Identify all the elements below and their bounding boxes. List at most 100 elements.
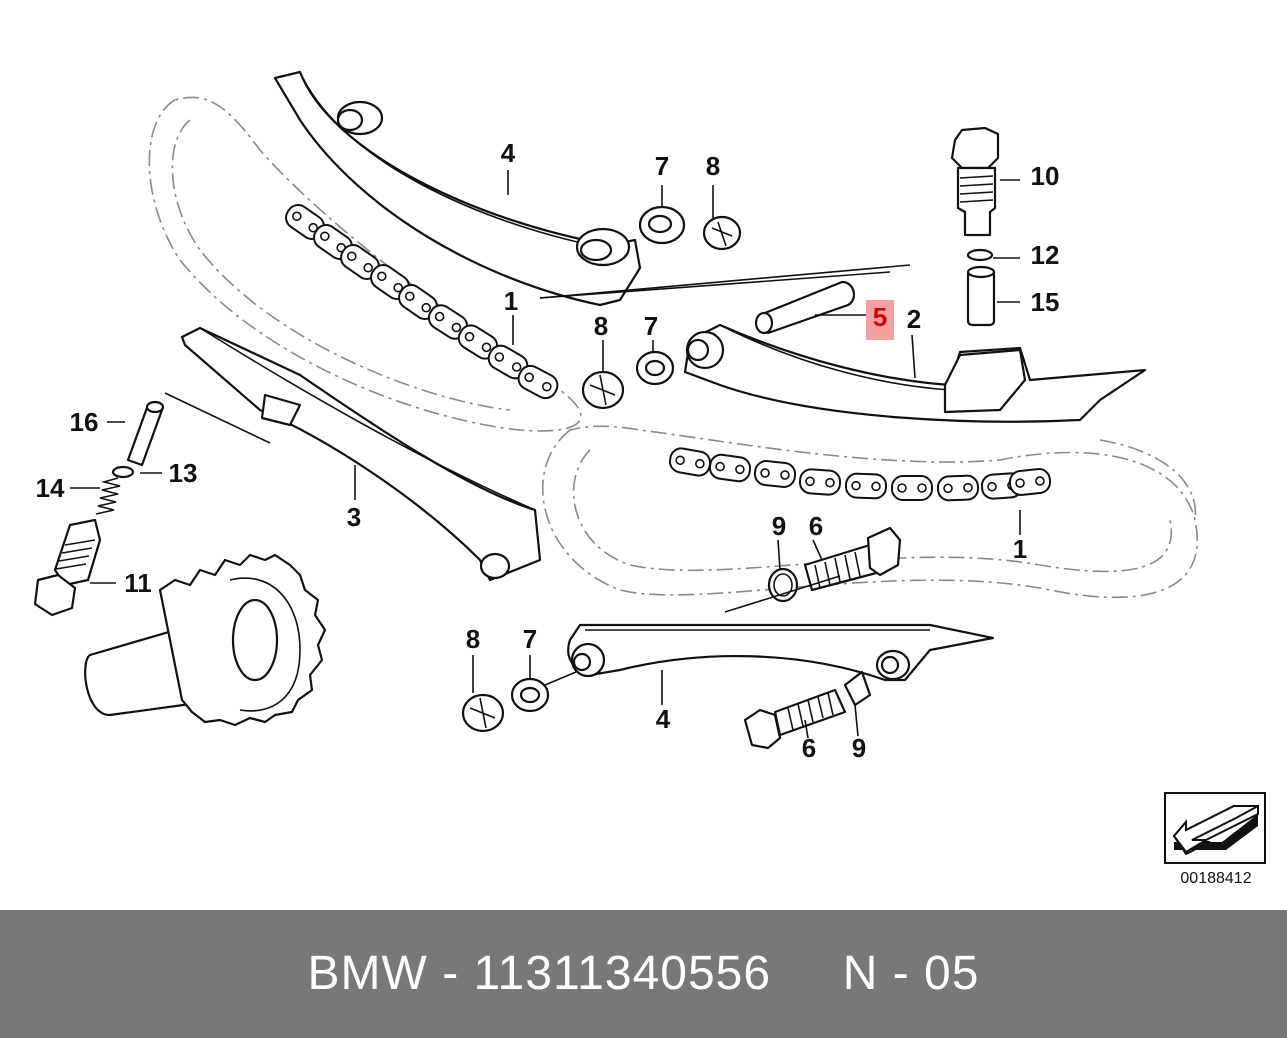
washer-7-mid — [635, 350, 675, 386]
footer-caption: BMW - 11311340556 N - 05 — [0, 910, 1287, 1038]
o-ring-13 — [111, 465, 135, 479]
callout-8-top: 8 — [706, 151, 720, 181]
chain-pin — [377, 271, 387, 282]
chain-pin — [760, 468, 770, 478]
tensioner-rail-2 — [683, 323, 1147, 423]
callout-9-upper: 9 — [772, 511, 786, 541]
callout-13: 13 — [169, 458, 198, 488]
guide-rail-4-low — [567, 623, 995, 682]
callout-11: 11 — [124, 568, 152, 598]
callout-8-mid: 8 — [594, 311, 608, 341]
callout-14: 14 — [36, 473, 65, 503]
chain-pin — [715, 461, 725, 472]
callout-2: 2 — [907, 304, 921, 334]
chain-link — [753, 460, 797, 488]
chain-pin — [695, 458, 705, 469]
seal-ring-9-upper — [767, 567, 799, 603]
callout-9-low: 9 — [852, 733, 866, 763]
chain-pin — [393, 282, 403, 293]
chain-pin — [735, 464, 745, 475]
chain-link — [844, 472, 888, 500]
footer-part-number: 11311340556 — [473, 947, 772, 1000]
washer-7-top — [638, 205, 686, 245]
callout-10: 10 — [1031, 161, 1060, 191]
callout-labels: 4 7 8 10 12 15 1 8 7 5 2 16 13 14 3 11 9… — [36, 138, 1060, 763]
chain-pin — [871, 481, 881, 492]
spring-14 — [95, 477, 121, 515]
guide-rail-4-top — [273, 70, 642, 307]
arrow-icon — [1172, 805, 1259, 856]
bolt-6-low — [743, 688, 847, 750]
chain-pin — [851, 480, 861, 491]
chain-pin — [421, 302, 431, 313]
callout-4-low: 4 — [656, 704, 671, 734]
callout-7-top: 7 — [655, 151, 669, 181]
timing-chain-exploded-diagram: 4 7 8 10 12 15 1 8 7 5 2 16 13 14 3 11 9… — [33, 70, 1198, 763]
direction-arrow-icon — [1164, 792, 1266, 864]
chain-pin — [805, 476, 815, 487]
callout-1-right: 1 — [1013, 534, 1027, 564]
chain-pin — [434, 311, 445, 322]
leader-lines — [70, 170, 1021, 739]
chain-link — [668, 447, 712, 477]
chain-link — [1008, 468, 1052, 496]
chain-link — [936, 474, 980, 502]
chain-pin — [481, 342, 492, 353]
circlip-8-low — [461, 693, 505, 733]
chain-pin — [963, 482, 973, 493]
callout-16: 16 — [70, 407, 99, 437]
chain-pin — [524, 372, 534, 383]
chain-pin — [320, 231, 330, 242]
chain-pin — [308, 222, 318, 233]
callout-7-mid: 7 — [644, 311, 658, 341]
callout-3: 3 — [347, 502, 361, 532]
chain-pin — [897, 483, 907, 493]
bolt-6-upper — [803, 526, 902, 592]
footer-position: N - 05 — [842, 947, 980, 1000]
highlight-marker — [866, 300, 894, 340]
circlip-8-mid — [581, 370, 625, 410]
chain-pin — [494, 352, 505, 362]
chain-pin — [943, 483, 953, 494]
chain-pin — [987, 481, 997, 492]
sleeve-16 — [126, 400, 165, 467]
footer-separator: - — [442, 947, 460, 1000]
chain-pin — [451, 322, 462, 333]
timing-chain-upper — [285, 204, 559, 400]
seal-ring-9-low — [843, 670, 872, 707]
callout-15: 15 — [1031, 287, 1060, 317]
chain-pin — [347, 251, 357, 262]
chain-pin — [542, 381, 552, 392]
circlip-8-top — [702, 215, 742, 251]
drawing-reference-code: 00188412 — [1180, 870, 1252, 887]
chain-pin — [405, 291, 415, 302]
guide-rail-3 — [180, 326, 542, 582]
o-ring-12 — [966, 248, 994, 262]
callout-5-highlighted: 5 — [873, 302, 887, 332]
chain-pin — [825, 477, 835, 488]
chain-pin — [675, 455, 685, 466]
callout-7-low: 7 — [523, 624, 537, 654]
crankshaft-sprocket — [84, 553, 327, 727]
chain-pin — [1035, 476, 1045, 486]
washer-7-low — [510, 677, 550, 713]
chain-pin — [363, 262, 373, 273]
callout-6-low: 6 — [802, 733, 816, 763]
callout-12: 12 — [1031, 240, 1060, 270]
callout-6-upper: 6 — [809, 511, 823, 541]
pin-5 — [754, 280, 856, 335]
chain-pin — [1015, 478, 1025, 488]
sleeve-15 — [966, 265, 996, 327]
screw-plug-10 — [950, 126, 1000, 237]
footer-brand: BMW — [307, 947, 428, 1000]
footer-bar: BMW - 11311340556 N - 05 — [0, 910, 1287, 1038]
callout-8-low: 8 — [466, 624, 480, 654]
chain-link — [891, 475, 933, 501]
chain-pin — [917, 483, 927, 493]
timing-chain-lower — [668, 447, 1052, 502]
callout-4-top: 4 — [501, 138, 516, 168]
chain-pin — [464, 331, 475, 342]
chain-link — [798, 468, 842, 496]
chain-pin — [511, 362, 522, 372]
